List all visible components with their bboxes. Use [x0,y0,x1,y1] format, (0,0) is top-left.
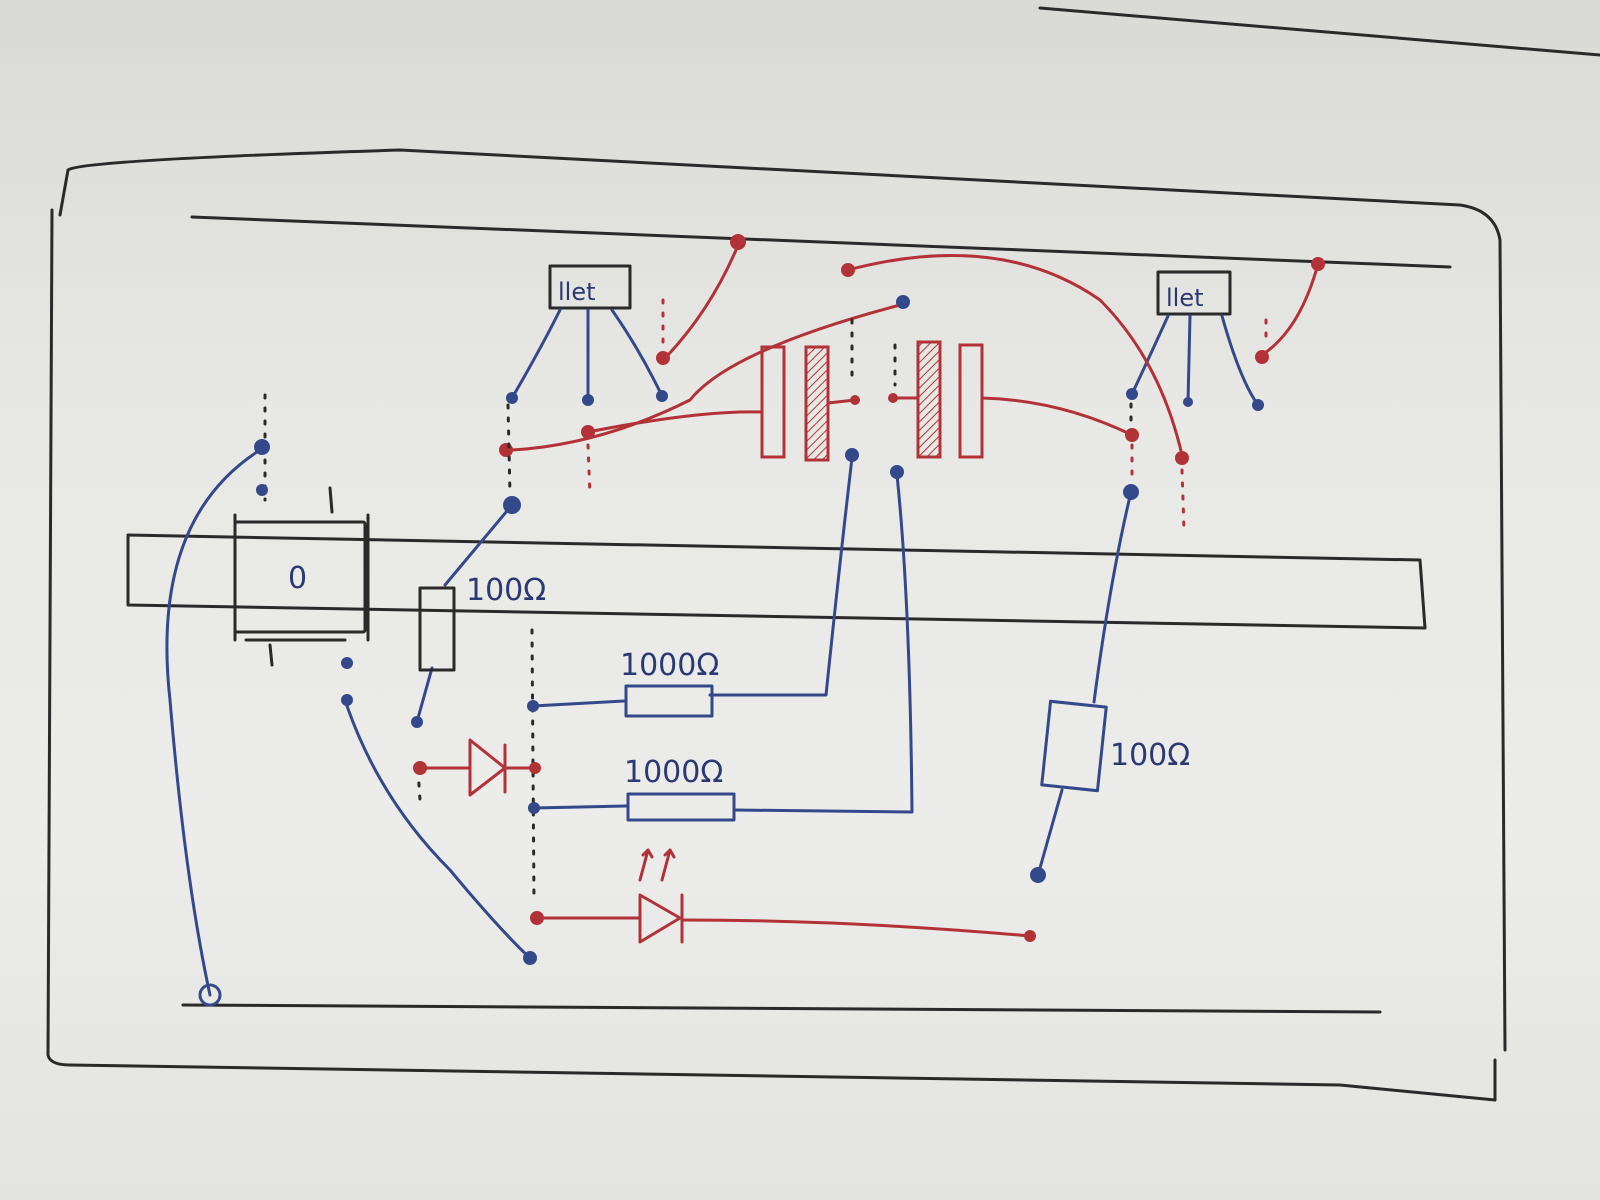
transistor-left: llet [506,264,668,406]
breadboard-center-channel [126,533,1427,630]
red-wires-top [499,234,1325,532]
resistor-mid-label: 1000Ω [624,755,723,790]
capacitor-right [916,340,984,459]
bottom-power-rail [181,1003,1382,1014]
resistor-top-label: 1000Ω [620,648,719,683]
led [530,848,1036,944]
capacitor-left [760,345,830,462]
chip-left-label: llet [558,278,596,306]
resistor-right: 100Ω [1040,699,1190,793]
resistor-right-label: 100Ω [1110,738,1190,773]
toggle-switch: 0 [233,393,370,667]
diode [413,738,541,797]
transistor-right: llet [1126,270,1264,411]
resistor-left-label: 100Ω [466,573,546,608]
blue-wires [165,295,1139,1007]
resistor-mid: 1000Ω [624,755,736,822]
top-power-rail [190,215,1452,269]
resistor-left: 100Ω [418,573,546,672]
resistor-top: 1000Ω [620,648,719,718]
switch-mark-label: 0 [288,561,307,596]
breadboard-outline [46,6,1600,1102]
chip-right-label: llet [1166,284,1204,312]
column-dot-marks [416,318,1133,902]
